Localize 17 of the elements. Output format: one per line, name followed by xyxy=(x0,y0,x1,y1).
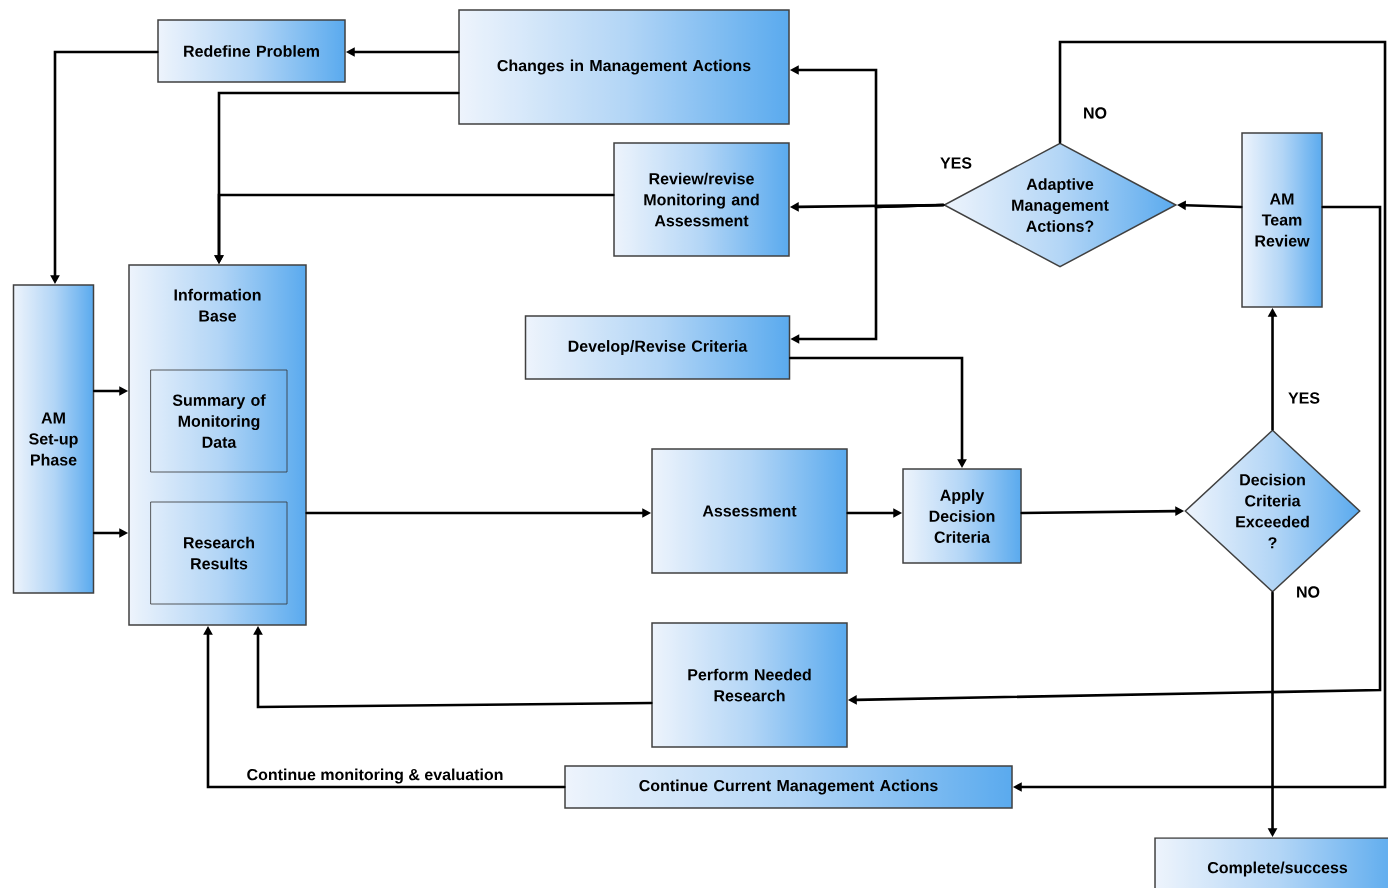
process-box: Changes in Management Actions xyxy=(458,9,790,125)
edge-label: NO xyxy=(1082,106,1108,120)
process-box: AM Team Review xyxy=(1241,132,1323,308)
edge-label: Continue monitoring & evaluation xyxy=(245,767,505,785)
edge-label: YES xyxy=(939,156,973,170)
process-box: Review/revise Monitoring and Assessment xyxy=(613,142,790,257)
process-box: Continue Current Management Actions xyxy=(564,765,1013,809)
process-box: Complete/success xyxy=(1154,837,1388,888)
process-box: Develop/Revise Criteria xyxy=(524,315,791,380)
inner-box: Summary of Monitoring Data xyxy=(150,369,288,473)
process-box: Apply Decision Criteria xyxy=(902,468,1022,564)
edge-label: YES xyxy=(1287,391,1322,405)
process-box: Assessment xyxy=(651,448,848,574)
inner-box: Research Results xyxy=(150,501,288,605)
process-box: Perform Needed Research xyxy=(651,622,848,748)
process-box: AM Set-up Phase xyxy=(12,284,95,594)
process-box: Redefine Problem xyxy=(157,19,346,83)
